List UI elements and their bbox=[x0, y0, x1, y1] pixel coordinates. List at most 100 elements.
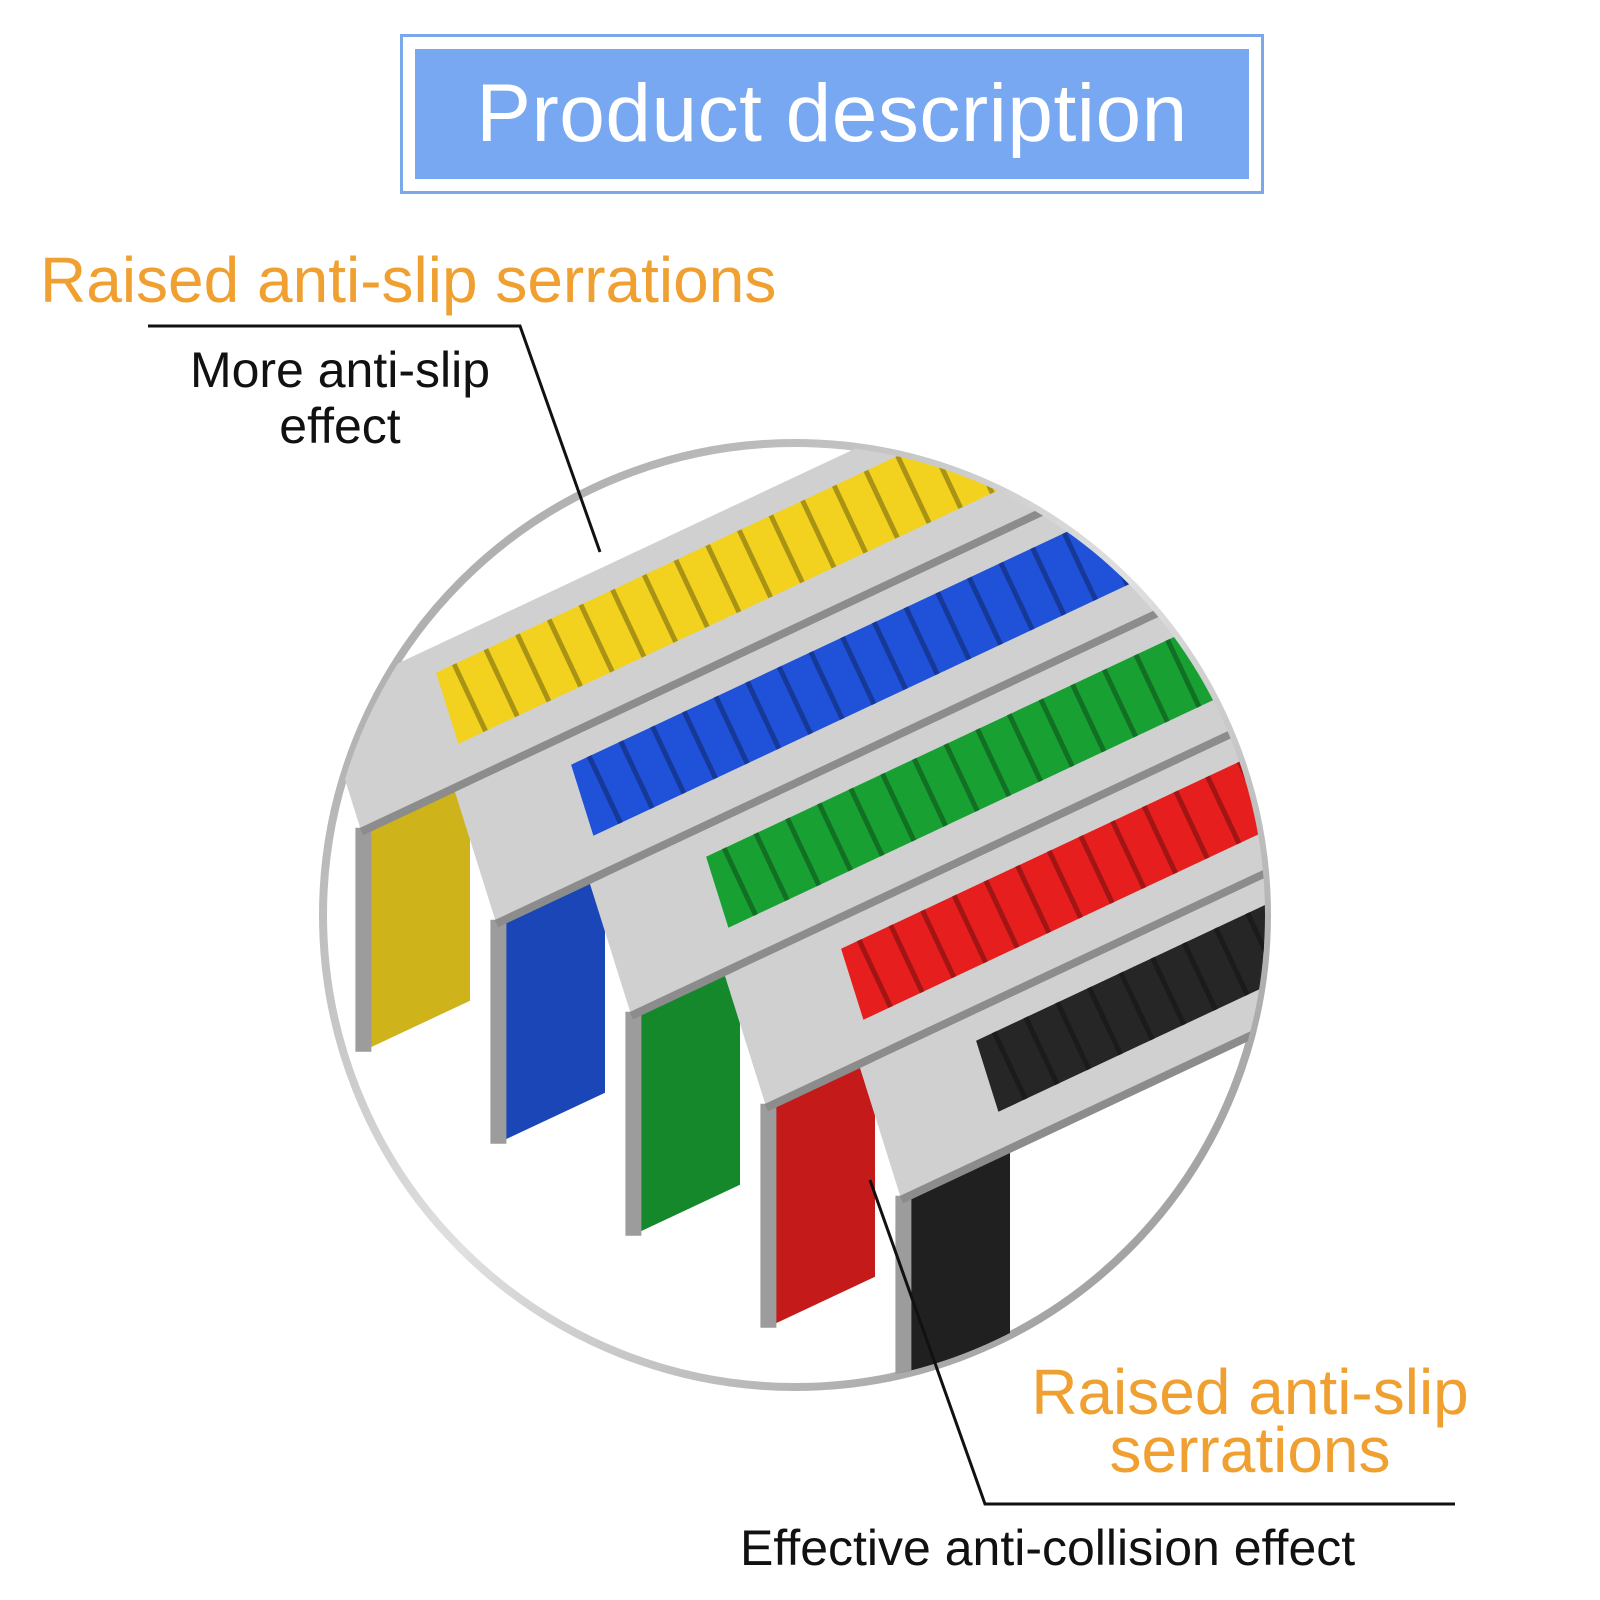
front-face-red bbox=[766, 1056, 875, 1328]
serration-black bbox=[1086, 986, 1123, 1056]
serration-black bbox=[1245, 912, 1265, 982]
serration-green bbox=[1453, 506, 1484, 573]
serration-yellow bbox=[768, 514, 805, 584]
serration-black bbox=[1279, 898, 1310, 965]
bottom-callout-description: Effective anti-collision effect bbox=[740, 1520, 1356, 1576]
serration-red bbox=[1366, 702, 1397, 769]
title-frame: Product description bbox=[400, 34, 1264, 194]
serration-red bbox=[888, 924, 925, 994]
serration-black bbox=[1564, 764, 1595, 831]
serration-blue bbox=[966, 576, 1003, 646]
serration-green bbox=[1101, 668, 1138, 738]
serration-blue bbox=[1349, 399, 1380, 466]
serration-yellow bbox=[863, 469, 900, 539]
serration-black bbox=[1533, 779, 1564, 846]
serration-red bbox=[1173, 790, 1210, 860]
serration-yellow bbox=[673, 559, 710, 628]
aluminum-rail-black bbox=[899, 771, 1265, 1204]
serration-blue bbox=[586, 755, 623, 825]
anti-slip-insert-green bbox=[706, 482, 1265, 928]
serration-blue bbox=[618, 740, 655, 810]
aluminum-rail-red bbox=[764, 679, 1265, 1112]
serration-green bbox=[1070, 683, 1107, 753]
serration-yellow bbox=[641, 573, 678, 643]
aluminum-lip-blue bbox=[490, 919, 507, 1144]
serration-black bbox=[1311, 883, 1342, 950]
serration-yellow bbox=[800, 499, 837, 569]
serration-yellow bbox=[1088, 367, 1119, 434]
serration-blue bbox=[1220, 457, 1257, 527]
serration-yellow bbox=[1214, 307, 1245, 374]
aluminum-lip-black bbox=[895, 1195, 912, 1385]
serration-red bbox=[1461, 658, 1492, 725]
serration-black bbox=[1438, 824, 1469, 891]
serration-red bbox=[1303, 732, 1334, 799]
serration-red bbox=[1015, 864, 1052, 934]
aluminum-lip-red bbox=[760, 1103, 777, 1328]
serration-red bbox=[1556, 613, 1587, 680]
serration-green bbox=[1358, 551, 1389, 618]
anti-slip-insert-black bbox=[976, 666, 1265, 1112]
serration-green bbox=[848, 787, 885, 857]
title-banner: Product description bbox=[415, 49, 1249, 179]
serration-blue bbox=[776, 665, 813, 735]
serration-green bbox=[911, 757, 948, 827]
serration-blue bbox=[1252, 445, 1265, 512]
serration-blue bbox=[1188, 472, 1225, 542]
serration-yellow bbox=[705, 544, 742, 614]
serration-black bbox=[1374, 854, 1405, 921]
serration-yellow bbox=[895, 454, 932, 524]
serration-green bbox=[1326, 566, 1357, 633]
serration-blue bbox=[903, 606, 940, 676]
serration-yellow bbox=[1022, 445, 1058, 465]
leader-line-top bbox=[148, 324, 602, 553]
serration-red bbox=[1078, 835, 1115, 904]
serration-blue bbox=[1062, 532, 1098, 601]
aluminum-lip-green bbox=[625, 1011, 642, 1236]
serration-blue bbox=[745, 680, 782, 750]
serration-yellow bbox=[610, 588, 647, 658]
serration-red bbox=[1205, 775, 1242, 845]
serration-yellow bbox=[483, 648, 520, 718]
serration-yellow bbox=[578, 603, 615, 673]
serration-yellow bbox=[515, 633, 552, 703]
serration-black bbox=[1406, 839, 1437, 906]
serration-black bbox=[1501, 794, 1532, 861]
serration-black bbox=[1150, 956, 1187, 1026]
serration-red bbox=[1524, 628, 1555, 695]
top-callout-title: Raised anti-slip serrations bbox=[40, 244, 777, 316]
serration-red bbox=[1110, 820, 1147, 890]
aluminum-rail-green bbox=[629, 587, 1265, 1020]
serration-red bbox=[983, 879, 1020, 949]
serration-yellow bbox=[990, 445, 1027, 480]
serration-blue bbox=[808, 651, 845, 720]
serration-yellow bbox=[831, 484, 868, 554]
serration-red bbox=[1271, 747, 1302, 814]
serration-red bbox=[1141, 805, 1178, 875]
leader-line-bottom bbox=[868, 1179, 1455, 1506]
front-face-blue bbox=[496, 872, 605, 1144]
serration-green bbox=[816, 802, 853, 872]
serration-blue bbox=[998, 561, 1035, 631]
serration-black bbox=[991, 1031, 1028, 1101]
serration-red bbox=[1046, 849, 1083, 919]
front-face-yellow bbox=[361, 780, 470, 1052]
bottom-callout-title: Raised anti-slip serrations bbox=[950, 1360, 1550, 1481]
serration-green bbox=[1133, 653, 1170, 723]
serration-green bbox=[1038, 698, 1075, 768]
serration-black bbox=[1055, 1001, 1092, 1071]
serration-blue bbox=[840, 636, 877, 706]
serration-red bbox=[920, 909, 957, 979]
serration-red bbox=[951, 894, 988, 964]
serration-green bbox=[1389, 536, 1420, 603]
serration-red bbox=[1398, 687, 1429, 754]
serration-green bbox=[1421, 521, 1452, 588]
aluminum-lip-yellow bbox=[355, 827, 372, 1052]
top-callout-description-line-1: More anti-slip bbox=[189, 342, 491, 398]
anti-slip-insert-yellow bbox=[436, 445, 1255, 744]
serration-green bbox=[1260, 594, 1265, 664]
serration-red bbox=[1429, 672, 1460, 739]
serration-blue bbox=[871, 621, 908, 691]
serration-green bbox=[1484, 491, 1515, 558]
serration-black bbox=[1596, 750, 1600, 817]
